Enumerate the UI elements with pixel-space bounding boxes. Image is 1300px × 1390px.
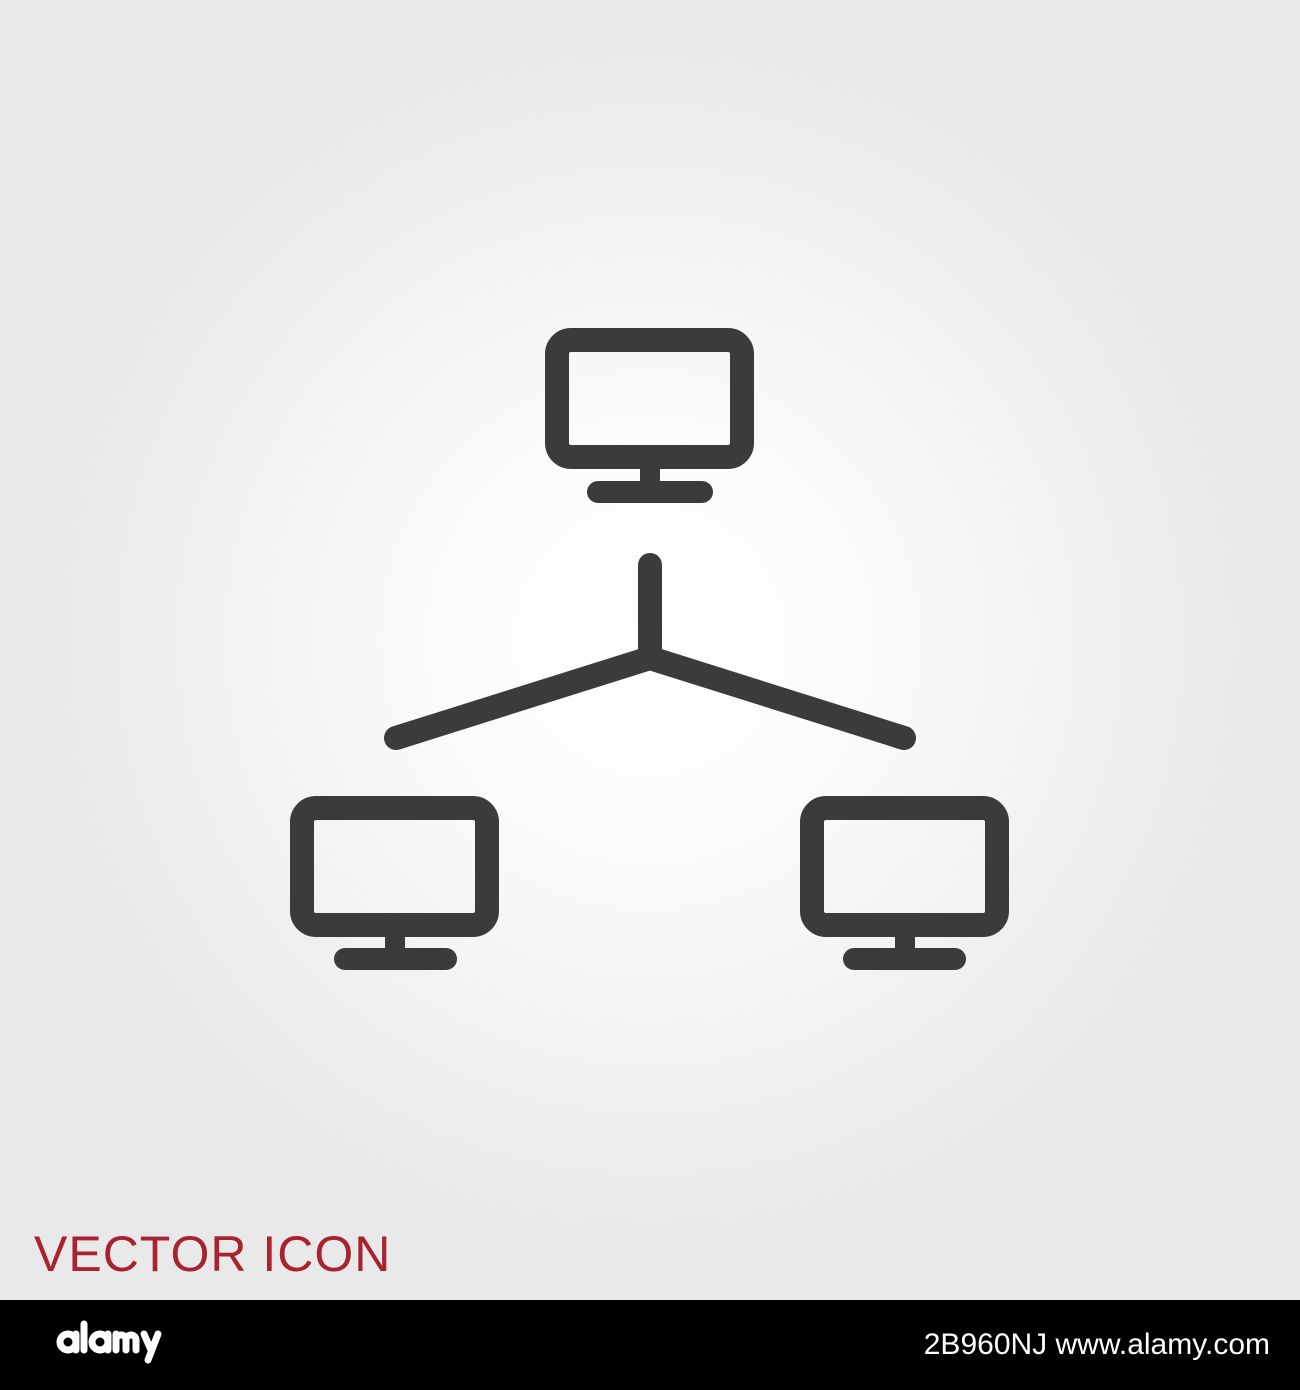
icon-canvas: VECTOR ICON [0, 0, 1300, 1300]
image-ref-url: www.alamy.com [1055, 1328, 1270, 1361]
network-connector [384, 553, 916, 750]
vector-icon-caption: VECTOR ICON [34, 1226, 392, 1282]
monitor-bottom-left-icon [290, 796, 499, 970]
alamy-logo-icon [56, 1320, 162, 1364]
computer-network-icon [290, 328, 1009, 970]
stock-footer-bar: 2B960NJ www.alamy.com [0, 1300, 1300, 1390]
monitor-top-icon [545, 328, 754, 503]
monitor-bottom-right-icon [800, 796, 1009, 970]
image-reference: 2B960NJ www.alamy.com [924, 1300, 1270, 1390]
image-ref-code: 2B960NJ [923, 1328, 1048, 1361]
